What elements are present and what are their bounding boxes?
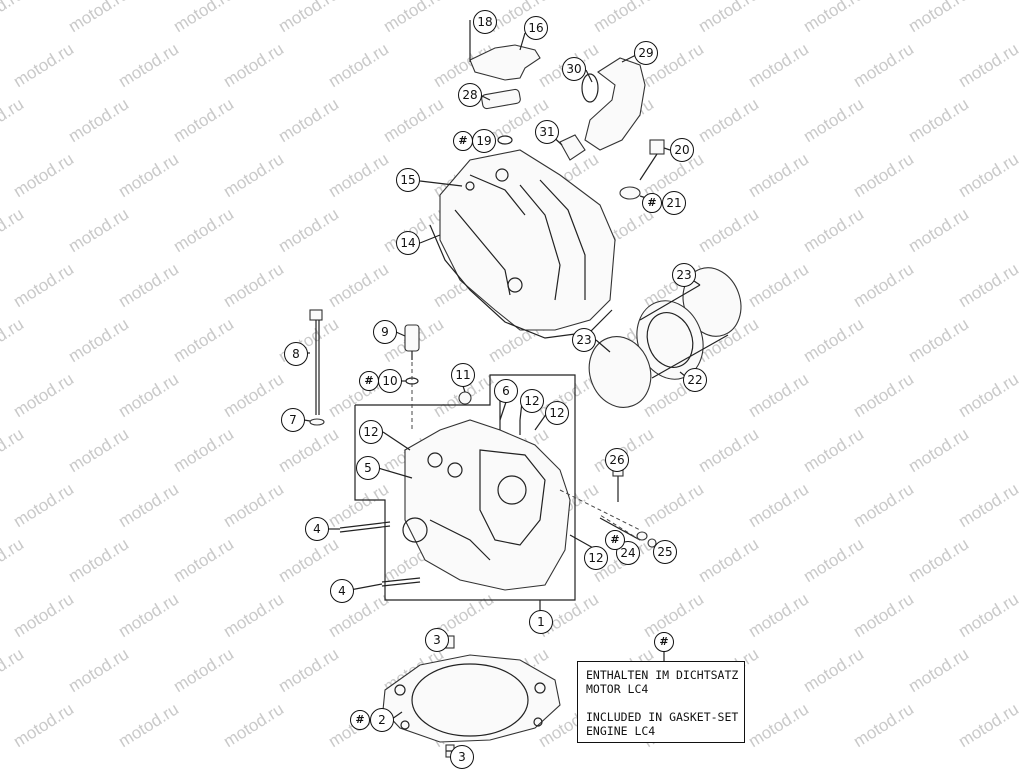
legend-line-2: MOTOR LC4 [586,682,649,696]
gasket-marker-19: # [453,131,473,151]
callout-20: 20 [670,138,694,162]
callout-4-lower: 4 [330,579,354,603]
callout-30: 30 [562,57,586,81]
callout-19: 19 [472,129,496,153]
callout-6: 6 [494,379,518,403]
callout-25: 25 [653,540,677,564]
gasket-marker-2: # [350,710,370,730]
callout-28: 28 [458,83,482,107]
callout-12-left: 12 [359,420,383,444]
callout-26: 26 [605,448,629,472]
legend-line-4: ENGINE LC4 [586,724,656,738]
callout-14: 14 [396,231,420,255]
callout-12-lower: 12 [584,546,608,570]
callout-5: 5 [356,456,380,480]
gasket-marker-24: # [605,530,625,550]
filler-plug [619,139,665,200]
callout-7: 7 [281,408,305,432]
intake-flange [588,267,742,408]
cylinder-head [402,391,657,591]
callout-15: 15 [396,168,420,192]
callout-10: 10 [378,369,402,393]
callout-23-lower: 23 [572,328,596,352]
thermostat-housing [469,20,541,110]
gasket-marker-legend: # [654,632,674,652]
head-group-frame [354,374,576,601]
gasket-set-legend: ENTHALTEN IM DICHTSATZ MOTOR LC4 INCLUDE… [577,661,745,743]
studs [339,521,421,587]
callout-18: 18 [473,10,497,34]
callout-3-bottom: 3 [450,745,474,769]
legend-line-3: INCLUDED IN GASKET-SET [586,710,739,724]
legend-line-1: ENTHALTEN IM DICHTSATZ [586,668,739,682]
valve-cover [429,149,616,339]
temp-sensor [404,324,420,385]
callout-2: 2 [370,708,394,732]
callout-22: 22 [683,368,707,392]
callout-8: 8 [284,342,308,366]
callout-12-mid: 12 [520,389,544,413]
long-bolt [309,309,325,426]
callout-9: 9 [373,320,397,344]
callout-4-upper: 4 [305,517,329,541]
callout-21: 21 [662,191,686,215]
callout-16: 16 [524,16,548,40]
callout-31: 31 [535,120,559,144]
callout-12-right: 12 [545,401,569,425]
head-gasket [382,654,561,743]
callout-1: 1 [529,610,553,634]
callout-29: 29 [634,41,658,65]
breather-hose [559,57,646,161]
gasket-marker-21: # [642,193,662,213]
gasket-marker-10: # [359,371,379,391]
callout-3-top: 3 [425,628,449,652]
callout-11: 11 [451,363,475,387]
callout-23-upper: 23 [672,263,696,287]
